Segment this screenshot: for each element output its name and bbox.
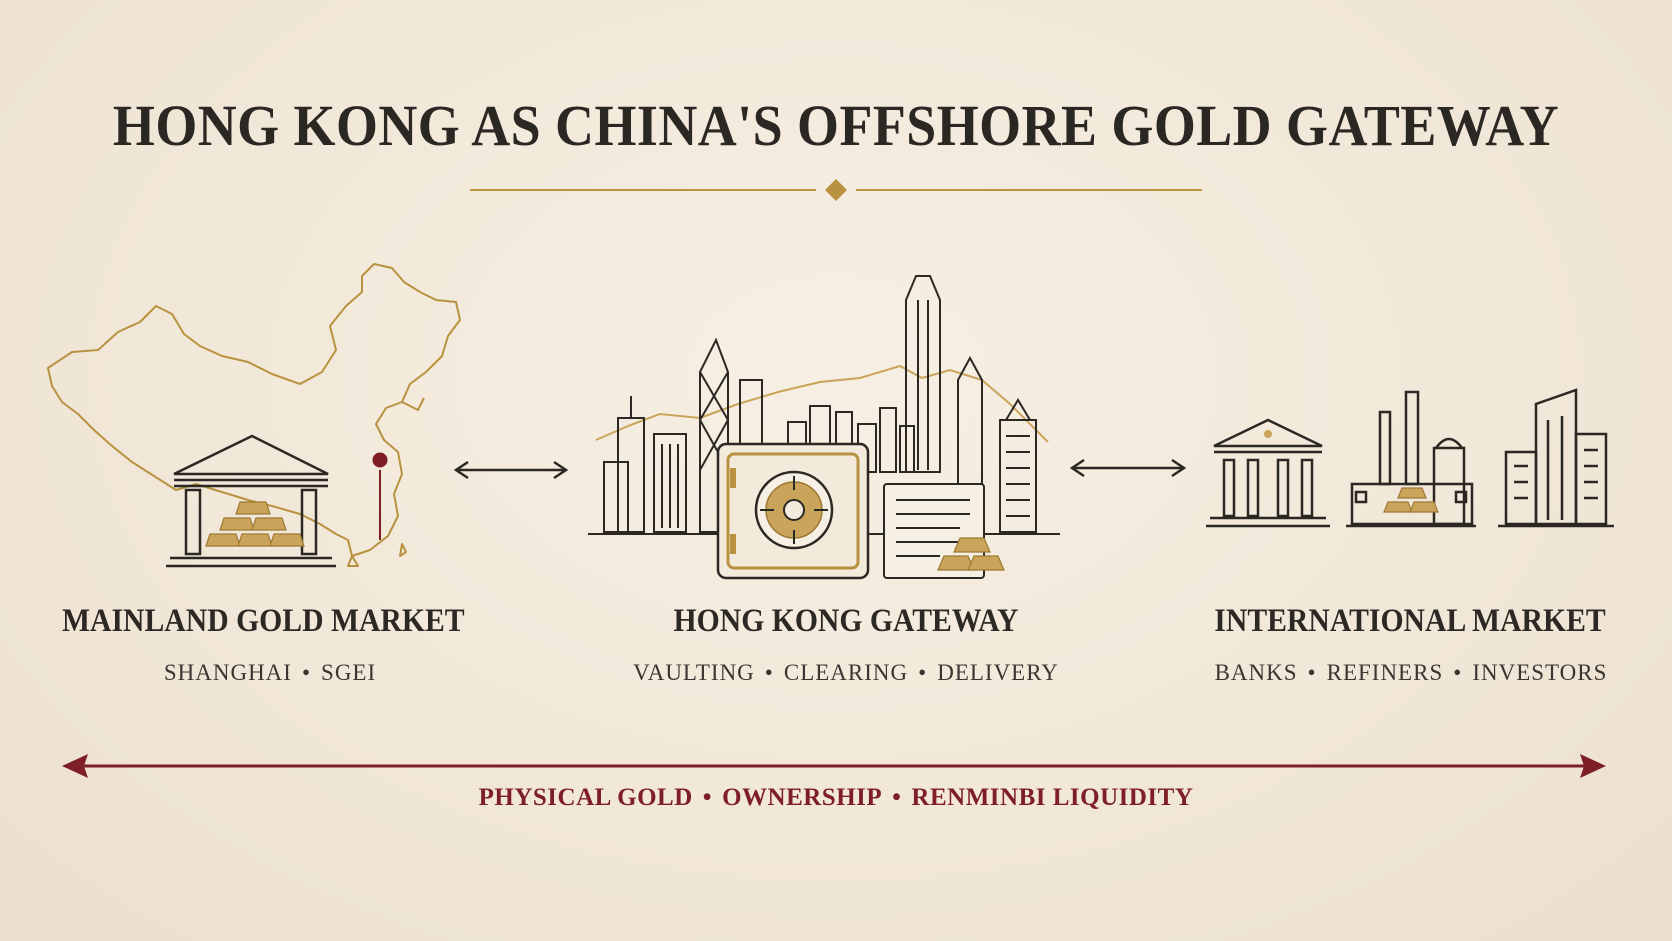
gold-bars-icon xyxy=(937,537,1005,571)
shanghai-pin-icon xyxy=(372,452,388,468)
sub-item-delivery: DELIVERY xyxy=(937,660,1059,685)
hong-kong-gateway-subtitle: VAULTING•CLEARING•DELIVERY xyxy=(633,660,1059,685)
gold-bars-icon xyxy=(1383,487,1439,513)
flow-double-arrow-icon xyxy=(62,754,1606,778)
mainland-market-title: MAINLAND GOLD MARKET xyxy=(62,603,465,639)
left-double-arrow-icon xyxy=(453,460,569,480)
china-map-icon xyxy=(47,263,461,567)
sub-item-sgei: SGEI xyxy=(321,660,377,685)
sub-item-investors: INVESTORS xyxy=(1472,660,1608,685)
international-market-title: INTERNATIONAL MARKET xyxy=(1214,603,1606,639)
office-buildings-icon xyxy=(1498,388,1614,528)
title-divider xyxy=(470,179,1202,201)
vault-icon xyxy=(716,442,870,580)
flow-item-ownership: OWNERSHIP xyxy=(722,784,883,811)
hong-kong-skyline-icon xyxy=(588,275,1060,580)
refinery-icon xyxy=(1346,390,1476,528)
bank-icon xyxy=(1206,418,1330,528)
sub-item-vaulting: VAULTING xyxy=(633,660,755,685)
sub-item-banks: BANKS xyxy=(1214,660,1298,685)
document-icon xyxy=(883,483,985,579)
page-title: HONG KONG AS CHINA'S OFFSHORE GOLD GATEW… xyxy=(112,93,1560,158)
sub-item-refiners: REFINERS xyxy=(1326,660,1444,685)
flow-item-renminbi-liquidity: RENMINBI LIQUIDITY xyxy=(911,784,1194,811)
gold-bars-icon xyxy=(205,501,305,547)
hong-kong-gateway-title: HONG KONG GATEWAY xyxy=(673,603,1019,639)
international-market-subtitle: BANKS•REFINERS•INVESTORS xyxy=(1214,660,1608,685)
sub-item-clearing: CLEARING xyxy=(783,660,909,685)
right-double-arrow-icon xyxy=(1069,458,1187,478)
flow-item-physical-gold: PHYSICAL GOLD xyxy=(478,784,693,811)
exchange-building-icon xyxy=(166,434,336,568)
mainland-market-subtitle: SHANGHAI•SGEI xyxy=(163,660,377,685)
flow-label: PHYSICAL GOLD•OWNERSHIP•RENMINBI LIQUIDI… xyxy=(478,784,1194,811)
sub-item-shanghai: SHANGHAI xyxy=(163,660,292,685)
